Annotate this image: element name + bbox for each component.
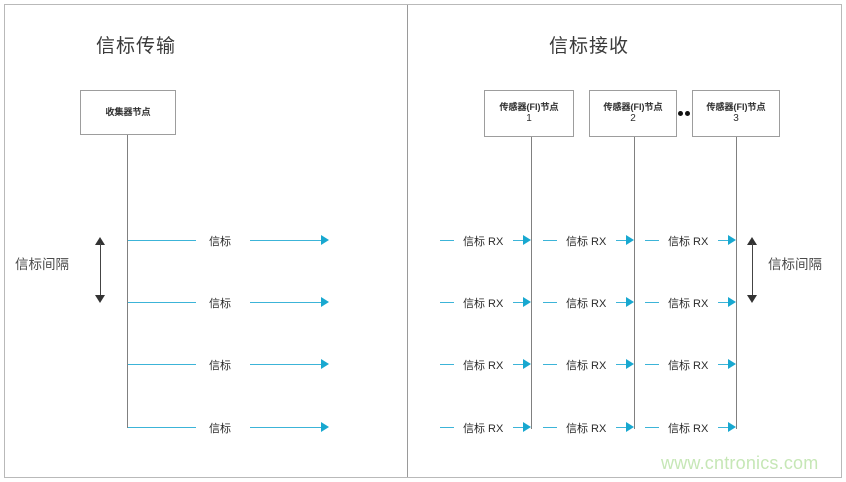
beacon-label-3: 信标	[209, 360, 231, 372]
rx-label-1-3: 信标 RX	[668, 236, 709, 248]
rx-seg-1-1	[513, 240, 525, 241]
rx-label-4-3: 信标 RX	[668, 423, 709, 435]
rx-label-4-2: 信标 RX	[566, 423, 607, 435]
rx-label-3-1: 信标 RX	[463, 360, 504, 372]
rx-tick-3-1	[440, 364, 454, 365]
rx-arrow-1-2	[626, 235, 634, 245]
rx-label-2-2: 信标 RX	[566, 298, 607, 310]
rx-label-1-1: 信标 RX	[463, 236, 504, 248]
sensor-node-box-3[interactable]: 传感器(FI)节点 3	[692, 90, 780, 137]
beacon-interval-arrow-left	[95, 237, 106, 303]
ellipsis-dots-icon	[678, 110, 690, 116]
rx-tick-1-1	[440, 240, 454, 241]
sensor-node-3-label: 传感器(FI)节点	[706, 101, 766, 112]
rx-tick-3-3	[645, 364, 659, 365]
rx-label-2-1: 信标 RX	[463, 298, 504, 310]
beacon-label-4: 信标	[209, 423, 231, 435]
beacon-segment-left-3	[128, 364, 196, 365]
rx-tick-1-2	[543, 240, 557, 241]
beacon-label-2: 信标	[209, 298, 231, 310]
rx-seg-4-3	[718, 427, 730, 428]
rx-tick-4-3	[645, 427, 659, 428]
site-watermark: www.cntronics.com	[661, 453, 819, 473]
beacon-arrow-1	[321, 235, 329, 245]
panel-divider	[407, 5, 408, 477]
right-panel-title: 信标接收	[549, 35, 630, 57]
beacon-interval-arrow-right	[747, 237, 758, 303]
sensor-node-box-2[interactable]: 传感器(FI)节点 2	[589, 90, 677, 137]
rx-arrow-3-3	[728, 359, 736, 369]
arrow-shaft	[100, 243, 101, 297]
beacon-segment-left-2	[128, 302, 196, 303]
rx-tick-2-3	[645, 302, 659, 303]
rx-arrow-2-1	[523, 297, 531, 307]
rx-arrow-1-1	[523, 235, 531, 245]
rx-label-2-3: 信标 RX	[668, 298, 709, 310]
rx-arrow-2-3	[728, 297, 736, 307]
rx-seg-2-2	[616, 302, 628, 303]
sensor-node-1-index: 1	[526, 112, 532, 124]
rx-tick-4-2	[543, 427, 557, 428]
sensor-node-2-index: 2	[630, 112, 636, 124]
beacon-arrow-3	[321, 359, 329, 369]
rx-seg-3-1	[513, 364, 525, 365]
beacon-arrow-4	[321, 422, 329, 432]
rx-label-4-1: 信标 RX	[463, 423, 504, 435]
beacon-segment-left-4b	[250, 427, 322, 428]
rx-seg-4-1	[513, 427, 525, 428]
beacon-segment-left-2b	[250, 302, 322, 303]
rx-arrow-4-3	[728, 422, 736, 432]
rx-label-1-2: 信标 RX	[566, 236, 607, 248]
diagram-frame	[4, 4, 842, 478]
rx-seg-3-3	[718, 364, 730, 365]
sensor-node-1-label: 传感器(FI)节点	[499, 101, 559, 112]
arrow-up-icon	[95, 237, 105, 245]
rx-arrow-4-1	[523, 422, 531, 432]
sensor-node-box-1[interactable]: 传感器(FI)节点 1	[484, 90, 574, 137]
sensor-timeline-2	[634, 137, 635, 429]
sensor-node-2-label: 传感器(FI)节点	[603, 101, 663, 112]
rx-tick-4-1	[440, 427, 454, 428]
rx-arrow-3-2	[626, 359, 634, 369]
collector-node-box[interactable]: 收集器节点	[80, 90, 176, 135]
arrow-up-icon	[747, 237, 757, 245]
arrow-shaft	[752, 243, 753, 297]
rx-seg-3-2	[616, 364, 628, 365]
arrow-down-icon	[747, 295, 757, 303]
rx-tick-3-2	[543, 364, 557, 365]
rx-arrow-2-2	[626, 297, 634, 307]
rx-arrow-1-3	[728, 235, 736, 245]
rx-seg-2-3	[718, 302, 730, 303]
rx-label-3-2: 信标 RX	[566, 360, 607, 372]
rx-seg-2-1	[513, 302, 525, 303]
left-panel-title: 信标传输	[96, 35, 177, 57]
sensor-timeline-3	[736, 137, 737, 429]
collector-node-label: 收集器节点	[105, 106, 151, 117]
collector-timeline	[127, 135, 128, 428]
beacon-segment-left-1	[128, 240, 196, 241]
beacon-segment-left-3b	[250, 364, 322, 365]
rx-seg-1-3	[718, 240, 730, 241]
rx-arrow-4-2	[626, 422, 634, 432]
beacon-label-1: 信标	[209, 236, 231, 248]
arrow-down-icon	[95, 295, 105, 303]
rx-seg-1-2	[616, 240, 628, 241]
beacon-segment-left-4	[128, 427, 196, 428]
rx-seg-4-2	[616, 427, 628, 428]
rx-label-3-3: 信标 RX	[668, 360, 709, 372]
sensor-timeline-1	[531, 137, 532, 429]
beacon-interval-label-left: 信标间隔	[15, 257, 69, 273]
rx-tick-1-3	[645, 240, 659, 241]
beacon-interval-label-right: 信标间隔	[768, 257, 822, 273]
sensor-node-3-index: 3	[733, 112, 739, 124]
rx-tick-2-1	[440, 302, 454, 303]
beacon-segment-left-1b	[250, 240, 322, 241]
rx-tick-2-2	[543, 302, 557, 303]
rx-arrow-3-1	[523, 359, 531, 369]
beacon-arrow-2	[321, 297, 329, 307]
